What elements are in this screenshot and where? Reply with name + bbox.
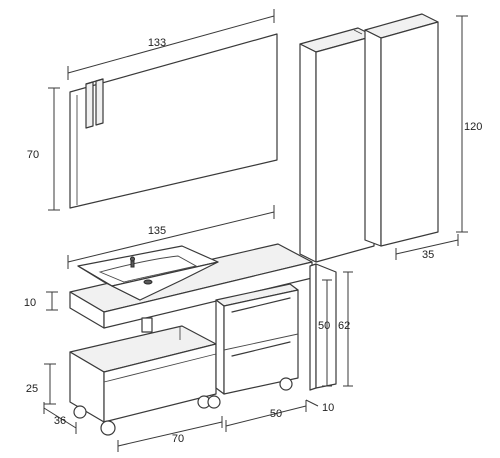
tall-cabinet-right bbox=[364, 13, 439, 247]
low-unit-width-dimension: 70 bbox=[117, 416, 223, 452]
drawer-handle-icon bbox=[231, 341, 291, 357]
drawer-unit-width-dimension: 50 bbox=[225, 400, 307, 432]
tall-cabinet-width-dimension: 35 bbox=[395, 234, 459, 261]
drawer-unit-height-inner-label: 50 bbox=[318, 320, 330, 332]
drawer-unit-height-total-label: 62 bbox=[338, 320, 350, 332]
countertop-thickness-label: 10 bbox=[24, 297, 36, 309]
siphon-pipe bbox=[141, 317, 153, 333]
mirror-width-dimension: 133 bbox=[67, 9, 275, 80]
wheel-icon bbox=[207, 395, 221, 409]
side-panel bbox=[309, 263, 337, 391]
countertop-width-dimension: 135 bbox=[67, 205, 275, 269]
drawer-unit-depth-dimension: 10 bbox=[305, 399, 334, 414]
low-open-unit bbox=[69, 325, 217, 423]
mirror-light-icon bbox=[85, 78, 104, 129]
wheel-icon bbox=[279, 377, 293, 391]
low-unit-height-dimension: 25 bbox=[26, 363, 56, 405]
drawer-handle-icon bbox=[231, 297, 291, 313]
tall-cabinet-left bbox=[299, 27, 375, 263]
mirror bbox=[69, 33, 278, 209]
low-unit-wheels bbox=[73, 395, 211, 436]
faucet-icon bbox=[130, 256, 135, 268]
washbasin bbox=[77, 245, 219, 301]
low-unit-depth-dimension: 36 bbox=[43, 402, 77, 434]
drawer-unit bbox=[215, 283, 299, 395]
drawer-unit-wheels bbox=[207, 377, 293, 409]
mirror-height-label: 70 bbox=[27, 149, 39, 161]
low-unit-width-label: 70 bbox=[172, 433, 184, 445]
tall-cabinet-height-dimension: 120 bbox=[456, 15, 482, 233]
drain-icon bbox=[143, 279, 153, 285]
low-unit-height-label: 25 bbox=[26, 383, 38, 395]
wheel-icon bbox=[73, 405, 87, 419]
drawer-unit-width-label: 50 bbox=[270, 408, 282, 420]
drawer-unit-depth-label: 10 bbox=[322, 402, 334, 414]
tall-cabinet-height-label: 120 bbox=[464, 121, 482, 133]
countertop-thickness-dimension: 10 bbox=[24, 291, 58, 311]
low-unit-depth-label: 36 bbox=[54, 415, 66, 427]
wheel-icon bbox=[100, 420, 116, 436]
countertop-width-label: 135 bbox=[148, 225, 166, 237]
mirror-height-dimension: 70 bbox=[27, 87, 60, 211]
drawer-unit-height-dimensions: 50 62 bbox=[318, 271, 353, 387]
tall-cabinet-width-label: 35 bbox=[422, 249, 434, 261]
mirror-width-label: 133 bbox=[148, 37, 166, 49]
